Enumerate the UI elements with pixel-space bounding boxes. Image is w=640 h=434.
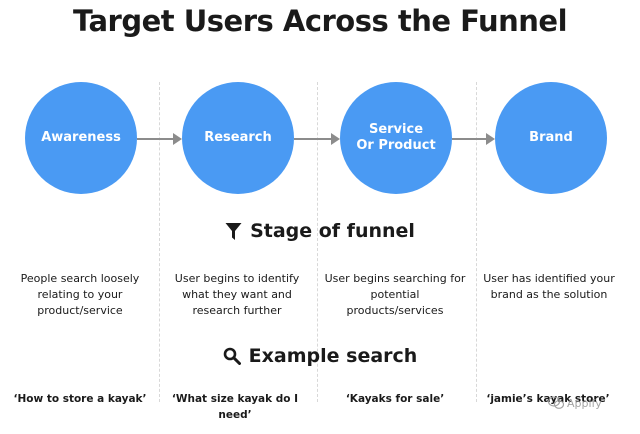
stage-description: User begins to identify what they want a… (174, 272, 300, 317)
example-query: ‘How to store a kayak’ (13, 393, 147, 405)
example-query: ‘What size kayak do I need’ (171, 393, 299, 421)
search-icon (223, 347, 241, 365)
column-divider (159, 82, 160, 402)
stage-awareness-node: Awareness (25, 82, 137, 194)
example-query: ‘Kayaks for sale’ (345, 393, 445, 405)
example-search-label: Example search (248, 345, 418, 367)
stage-description: User begins searching for potential prod… (324, 272, 466, 317)
example-search-heading: Example search (0, 345, 640, 367)
stage-of-funnel-heading: Stage of funnel (0, 220, 640, 242)
flow-arrow (294, 133, 340, 145)
flow-arrow (452, 133, 495, 145)
stage-description: People search loosely relating to your p… (20, 272, 140, 317)
stage-brand-node: Brand (495, 82, 607, 194)
chat-bubble-icon (548, 396, 564, 410)
flow-arrow (137, 133, 182, 145)
watermark: Appify (548, 396, 602, 410)
example-query: ‘jamie’s kayak store’ (486, 393, 610, 405)
page-title: Target Users Across the Funnel (72, 4, 568, 38)
stage-research-node: Research (182, 82, 294, 194)
watermark-label: Appify (567, 396, 602, 410)
column-divider (476, 82, 477, 402)
stage-of-funnel-label: Stage of funnel (250, 220, 415, 242)
funnel-icon (225, 222, 242, 241)
stage-description: User has identified your brand as the so… (483, 272, 615, 301)
stage-service-or-product-node: Service Or Product (340, 82, 452, 194)
column-divider (317, 82, 318, 402)
